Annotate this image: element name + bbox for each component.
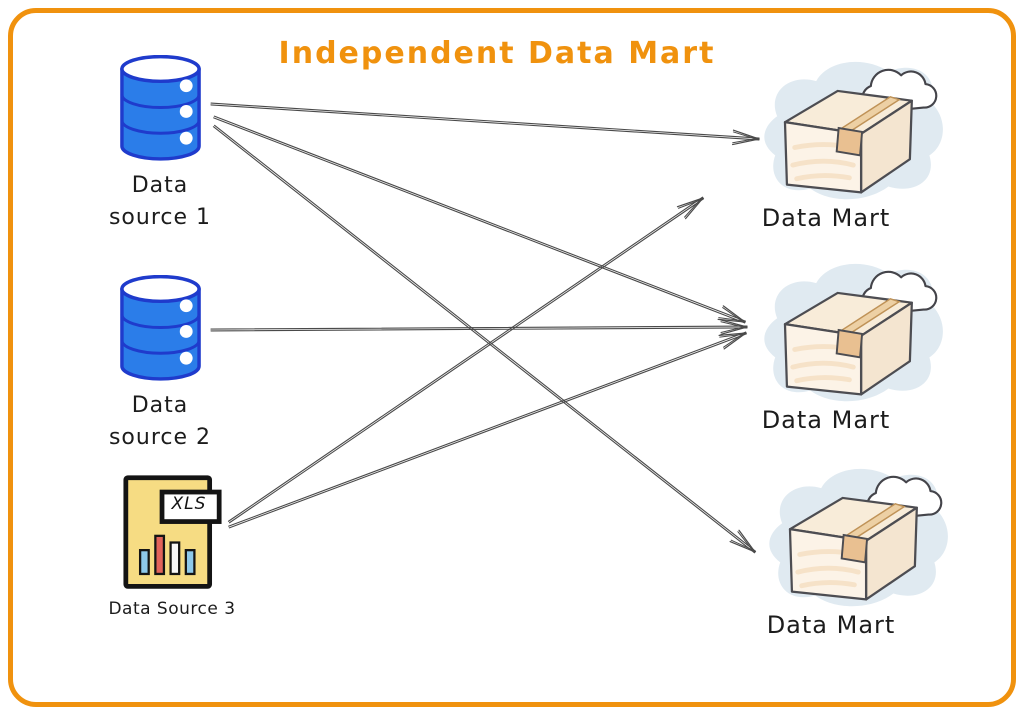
label-line: source 1 xyxy=(108,204,212,230)
data-source-1-label: Data source 1 xyxy=(88,170,232,234)
node-data-source-2: Data source 2 xyxy=(88,275,232,454)
box-cloud-icon xyxy=(747,455,952,616)
arrow-ds1-dm3 xyxy=(212,124,757,554)
arrow-ds1-dm2 xyxy=(213,115,746,324)
node-data-source-3: XLS Data Source 3 xyxy=(92,473,252,622)
label-line: source 2 xyxy=(108,424,212,450)
data-source-3-label: Data Source 3 xyxy=(108,599,236,619)
node-data-mart-1: Data Mart xyxy=(742,48,947,248)
xls-file-icon xyxy=(119,473,226,593)
xls-badge: XLS xyxy=(171,494,207,514)
box-cloud-icon xyxy=(742,250,947,411)
node-data-mart-2: Data Mart xyxy=(742,250,947,450)
data-mart-2-label: Data Mart xyxy=(761,406,891,434)
box-cloud-icon xyxy=(742,48,947,209)
arrow-ds3-dm2 xyxy=(228,331,747,529)
data-mart-3-label: Data Mart xyxy=(766,611,896,639)
database-icon xyxy=(119,275,201,381)
label-line: Data xyxy=(131,393,189,418)
data-mart-1-label: Data Mart xyxy=(761,204,891,232)
arrow-ds1-dm1 xyxy=(210,102,760,146)
database-icon xyxy=(119,55,201,161)
node-data-source-1: Data source 1 xyxy=(88,55,232,234)
node-data-mart-3: Data Mart xyxy=(747,455,952,655)
arrow-ds2-dm2 xyxy=(210,319,748,335)
arrow-ds3-dm1 xyxy=(227,196,705,524)
diagram-title: Independent Data Mart xyxy=(278,36,716,71)
data-source-2-label: Data source 2 xyxy=(88,390,232,454)
label-line: Data xyxy=(131,173,189,198)
